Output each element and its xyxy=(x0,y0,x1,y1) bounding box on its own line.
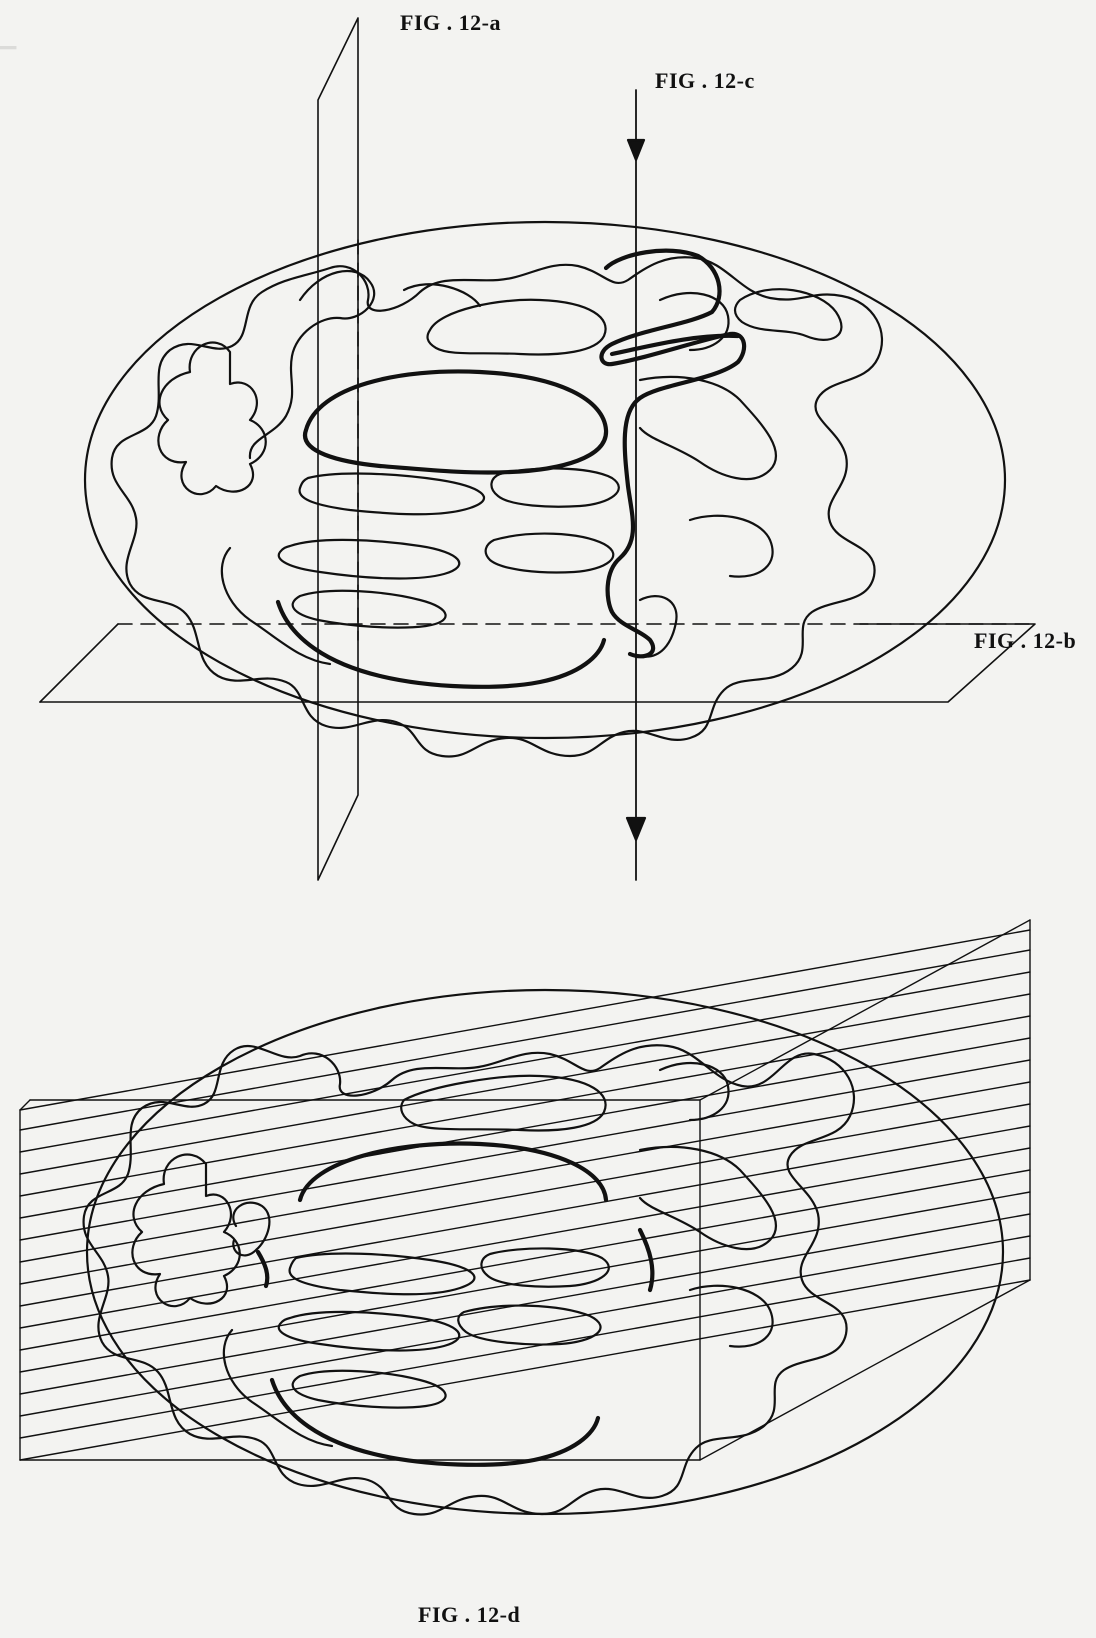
arrow-12c-head-top xyxy=(628,140,644,160)
upper-figure xyxy=(40,18,1035,880)
figure-label-12b: FIG . 12-b xyxy=(974,628,1076,654)
crista-8 xyxy=(491,468,618,506)
crista-6 xyxy=(640,377,776,479)
crista-14 xyxy=(640,596,677,657)
section-contour-lower-bottom xyxy=(272,1380,598,1465)
crista-5 xyxy=(735,289,841,340)
section-plane-stack xyxy=(20,920,1030,1460)
section-contour-lower xyxy=(278,602,604,687)
crista-lower-5 xyxy=(481,1248,608,1286)
lower-figure xyxy=(20,920,1030,1515)
crista-11 xyxy=(293,591,446,628)
section-contour-upper xyxy=(305,371,606,472)
figure-label-12c: FIG . 12-c xyxy=(655,68,755,94)
plane-12b-left-edge xyxy=(40,624,118,702)
section-contour-lower-top xyxy=(300,1143,606,1200)
crista-9 xyxy=(279,540,460,579)
plane-12b xyxy=(40,624,1035,702)
section-contour-lower-left xyxy=(258,1252,267,1286)
outer-envelope-lower xyxy=(87,990,1003,1514)
crista-13 xyxy=(690,516,773,577)
figure-label-12a: FIG . 12-a xyxy=(400,10,501,36)
crista-lower-2 xyxy=(660,1063,729,1120)
arrow-12c-head-bottom xyxy=(627,818,645,840)
plane-12a xyxy=(318,18,358,880)
crista-10 xyxy=(486,534,614,573)
crista-2 xyxy=(428,300,606,355)
crista-7 xyxy=(300,474,484,515)
section-contour-right xyxy=(601,251,744,657)
crista-1 xyxy=(250,271,374,458)
figure-label-12d: FIG . 12-d xyxy=(418,1602,520,1628)
left-lobe-upper xyxy=(158,343,265,495)
outer-membrane-upper xyxy=(112,257,882,756)
crista-lower-3 xyxy=(640,1147,776,1249)
